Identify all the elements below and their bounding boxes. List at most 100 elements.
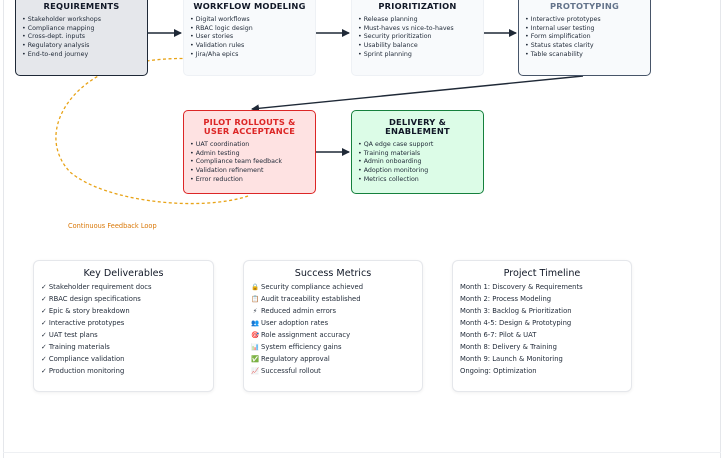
metric-item: 📊System efficiency gains <box>251 343 342 351</box>
right-border <box>720 0 721 458</box>
timeline-item: Month 1: Discovery & Requirements <box>460 283 583 291</box>
trend-up-icon: 📈 <box>251 367 260 375</box>
chart-icon: 📊 <box>251 343 260 351</box>
deliverables-card: Key Deliverables ✓ Stakeholder requireme… <box>33 260 214 392</box>
check-icon: ✓ <box>41 367 49 375</box>
metric-item: 📋Audit traceability established <box>251 295 361 303</box>
metric-item: 👥User adoption rates <box>251 319 329 327</box>
list-item: Release planning <box>358 16 477 25</box>
stage-backlog[interactable]: BACKLOG MGMT & PRIORITIZATION Release pl… <box>351 0 484 76</box>
timeline-item: Month 3: Backlog & Prioritization <box>460 307 572 315</box>
metric-item: ⚡Reduced admin errors <box>252 307 337 315</box>
feedback-loop-label: Continuous Feedback Loop <box>68 222 157 230</box>
deliverable-item: ✓ Production monitoring <box>41 367 125 375</box>
deliverable-item: ✓ Interactive prototypes <box>41 319 125 327</box>
stage-pilot[interactable]: PILOT ROLLOUTS & USER ACCEPTANCE UAT coo… <box>183 110 316 194</box>
list-item: Internal user testing <box>525 25 644 34</box>
metrics-card: Success Metrics 🔒Security compliance ach… <box>243 260 423 392</box>
card-title: Success Metrics <box>294 268 372 279</box>
deliverable-item: ✓ UAT test plans <box>41 331 98 339</box>
list-item: Must-haves vs nice-to-haves <box>358 25 477 34</box>
metric-item: ✅Regulatory approval <box>251 355 330 363</box>
list-item: QA edge case support <box>358 141 477 150</box>
list-item: Validation rules <box>190 42 309 51</box>
check-icon: ✓ <box>41 283 49 291</box>
list-item: Form simplification <box>525 33 644 42</box>
left-border <box>3 0 4 458</box>
card-title: Project Timeline <box>503 268 581 279</box>
list-item: Admin onboarding <box>358 158 477 167</box>
list-item: Compliance team feedback <box>190 158 309 167</box>
deliverable-item: ✓ Stakeholder requirement docs <box>41 283 152 291</box>
checkmark-box-icon: ✅ <box>251 355 260 363</box>
stage-title: DESIGN & PROTOTYPING <box>549 0 620 12</box>
stage-title: DELIVERY & ENABLEMENT <box>385 117 450 137</box>
lightning-icon: ⚡ <box>252 307 258 315</box>
list-item: Usability balance <box>358 42 477 51</box>
deliverables-list: ✓ Stakeholder requirement docs ✓ RBAC de… <box>41 281 152 377</box>
check-icon: ✓ <box>41 295 49 303</box>
lock-icon: 🔒 <box>251 283 260 291</box>
list-item: User stories <box>190 33 309 42</box>
stage-title: DISCOVERY & REQUIREMENTS <box>43 0 120 12</box>
list-item: Regulatory analysis <box>22 42 141 51</box>
check-icon: ✓ <box>41 355 49 363</box>
timeline-item: Month 4-5: Design & Prototyping <box>460 319 572 327</box>
timeline-item: Month 2: Process Modeling <box>460 295 552 303</box>
deliverable-item: ✓ Training materials <box>41 343 110 351</box>
timeline-item: Month 6-7: Pilot & UAT <box>460 331 537 339</box>
clipboard-icon: 📋 <box>251 295 260 303</box>
check-icon: ✓ <box>41 331 49 339</box>
list-item: Compliance mapping <box>22 25 141 34</box>
stage-title: BACKLOG MGMT & PRIORITIZATION <box>373 0 462 12</box>
stage-design[interactable]: DESIGN & PROTOTYPING Interactive prototy… <box>518 0 651 76</box>
arrow-design-to-pilot <box>251 75 584 113</box>
list-item: Cross-dept. inputs <box>22 33 141 42</box>
bottom-border <box>3 452 721 453</box>
timeline-list: Month 1: Discovery & Requirements Month … <box>460 281 583 377</box>
list-item: Status states clarity <box>525 42 644 51</box>
metric-item: 🔒Security compliance achieved <box>251 283 364 291</box>
list-item: Sprint planning <box>358 51 477 60</box>
list-item: Adoption monitoring <box>358 167 477 176</box>
list-item: Stakeholder workshops <box>22 16 141 25</box>
list-item: Admin testing <box>190 150 309 159</box>
list-item: Metrics collection <box>358 176 477 185</box>
stage-delivery[interactable]: DELIVERY & ENABLEMENT QA edge case suppo… <box>351 110 484 194</box>
deliverable-item: ✓ Epic & story breakdown <box>41 307 130 315</box>
list-item: Digital workflows <box>190 16 309 25</box>
check-icon: ✓ <box>41 343 49 351</box>
people-icon: 👥 <box>251 319 260 327</box>
metric-item: 🎯Role assignment accuracy <box>251 331 351 339</box>
deliverable-item: ✓ RBAC design specifications <box>41 295 141 303</box>
list-item: RBAC logic design <box>190 25 309 34</box>
stage-item-list: UAT coordination Admin testing Complianc… <box>190 141 309 185</box>
timeline-item: Month 9: Launch & Monitoring <box>460 355 563 363</box>
deliverable-item: ✓ Compliance validation <box>41 355 125 363</box>
list-item: UAT coordination <box>190 141 309 150</box>
list-item: Jira/Aha epics <box>190 51 309 60</box>
metric-item: 📈Successful rollout <box>251 367 321 375</box>
stage-item-list: Release planning Must-haves vs nice-to-h… <box>358 16 477 60</box>
timeline-card: Project Timeline Month 1: Discovery & Re… <box>452 260 632 392</box>
stage-title: PILOT ROLLOUTS & USER ACCEPTANCE <box>203 117 296 137</box>
stage-item-list: Digital workflows RBAC logic design User… <box>190 16 309 60</box>
stage-process-modeling[interactable]: PROCESS & WORKFLOW MODELING Digital work… <box>183 0 316 76</box>
list-item: Validation refinement <box>190 167 309 176</box>
stage-discovery[interactable]: DISCOVERY & REQUIREMENTS Stakeholder wor… <box>15 0 148 76</box>
list-item: Table scanability <box>525 51 644 60</box>
list-item: End-to-end journey <box>22 51 141 60</box>
stage-item-list: Interactive prototypes Internal user tes… <box>525 16 644 60</box>
list-item: Training materials <box>358 150 477 159</box>
check-icon: ✓ <box>41 307 49 315</box>
list-item: Interactive prototypes <box>525 16 644 25</box>
list-item: Security prioritization <box>358 33 477 42</box>
timeline-item: Ongoing: Optimization <box>460 367 537 375</box>
stage-item-list: Stakeholder workshops Compliance mapping… <box>22 16 141 60</box>
check-icon: ✓ <box>41 319 49 327</box>
stage-item-list: QA edge case support Training materials … <box>358 141 477 185</box>
card-title: Key Deliverables <box>83 268 164 279</box>
stage-title: PROCESS & WORKFLOW MODELING <box>193 0 306 12</box>
target-icon: 🎯 <box>251 331 260 339</box>
